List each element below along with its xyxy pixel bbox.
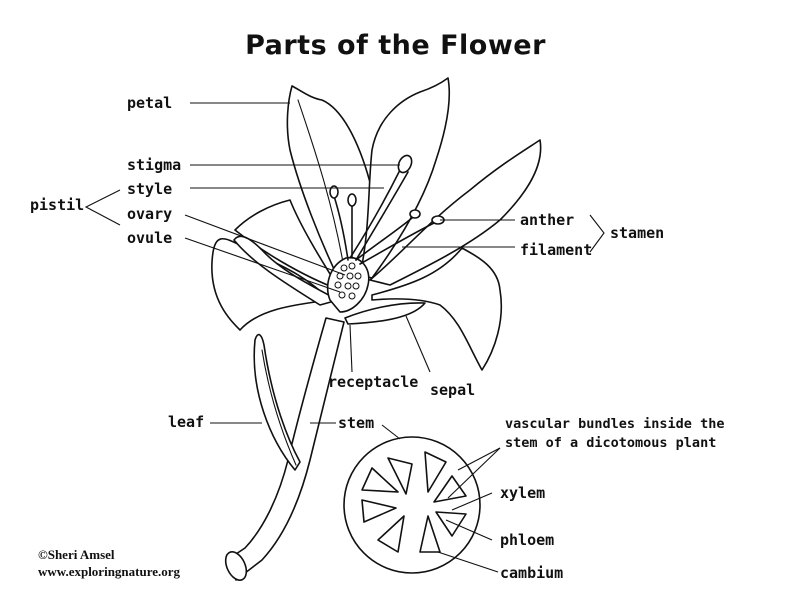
label-pistil: pistil [30, 196, 85, 214]
petal-right [369, 139, 542, 286]
label-stem: stem [338, 414, 375, 432]
leader-lines [84, 102, 605, 573]
label-ovule: ovule [127, 229, 173, 247]
label-stamen: stamen [610, 224, 665, 242]
sepal-shape [344, 302, 426, 325]
label-ovary: ovary [127, 205, 173, 223]
vascular-bundles [361, 451, 467, 553]
label-receptacle: receptacle [328, 373, 419, 391]
stamens [329, 185, 445, 265]
label-filament: filament [520, 241, 593, 259]
label-vascular-bundles: vascular bundles inside the stem of a di… [505, 416, 725, 451]
label-cambium: cambium [500, 564, 564, 582]
leaf-shape [253, 333, 301, 471]
flower-stem [224, 317, 345, 581]
label-anther: anther [520, 211, 575, 229]
pistil-style [349, 154, 413, 261]
credit-author: ©Sheri Amsel [38, 547, 115, 562]
page-title: Parts of the Flower [245, 30, 546, 61]
petal-lower-right [371, 247, 503, 371]
label-leaf: leaf [168, 413, 205, 431]
label-xylem: xylem [500, 484, 546, 502]
label-sepal: sepal [430, 381, 476, 399]
label-petal: petal [127, 94, 173, 112]
ovary-shape [326, 256, 370, 313]
stem-cross-section [343, 436, 481, 574]
label-phloem: phloem [500, 531, 555, 549]
label-stigma: stigma [127, 156, 182, 174]
label-style: style [127, 180, 173, 198]
credit-website: www.exploringnature.org [38, 564, 181, 579]
